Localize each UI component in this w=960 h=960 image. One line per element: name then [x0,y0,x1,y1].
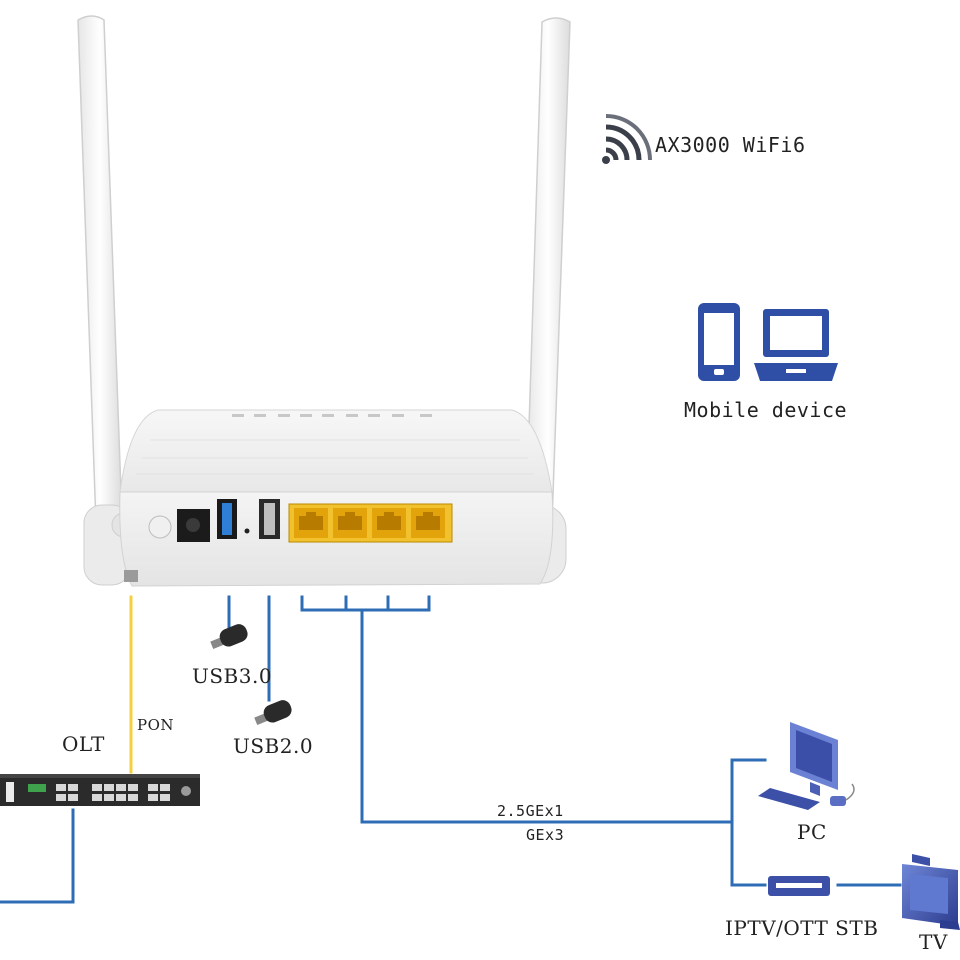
tv-label: TV [919,930,948,954]
lan-port-4[interactable] [411,508,445,538]
usb3-stick-icon [210,624,248,649]
usb2-stick-icon [254,700,292,725]
usb2-label: USB2.0 [233,734,314,758]
olt-uplink-line [0,808,75,904]
lan-port-1[interactable] [294,508,328,538]
uplink-speed-primary: 2.5GEx1 [497,802,564,820]
router [77,15,571,587]
led-indicators [232,414,432,417]
router-top [119,409,553,493]
lan-ports [288,503,453,543]
lan-port-2[interactable] [333,508,367,538]
stb-label: IPTV/OTT STB [725,916,879,940]
pon-connector[interactable] [124,570,138,582]
usb3-label: USB3.0 [192,664,273,688]
connection-lines [0,595,902,904]
wifi-icon [602,114,652,164]
pc-label: PC [797,820,827,844]
tv-icon [902,854,960,930]
laptop-icon [754,309,838,381]
olt-label: OLT [62,732,105,756]
usb3-port[interactable] [217,499,237,539]
uplink-speed-secondary: GEx3 [526,826,565,844]
pc-icon [758,722,855,810]
phone-icon [698,303,740,381]
stb-icon [768,876,830,896]
olt-device [0,774,200,806]
mobile-device-label: Mobile device [684,398,848,422]
usb2-port[interactable] [259,499,280,539]
pon-label: PON [137,716,175,734]
power-jack[interactable] [177,509,210,542]
lan-bracket [300,595,902,887]
lan-port-3[interactable] [372,508,406,538]
wifi-label: AX3000 WiFi6 [655,133,806,157]
reset-button[interactable] [148,515,172,539]
